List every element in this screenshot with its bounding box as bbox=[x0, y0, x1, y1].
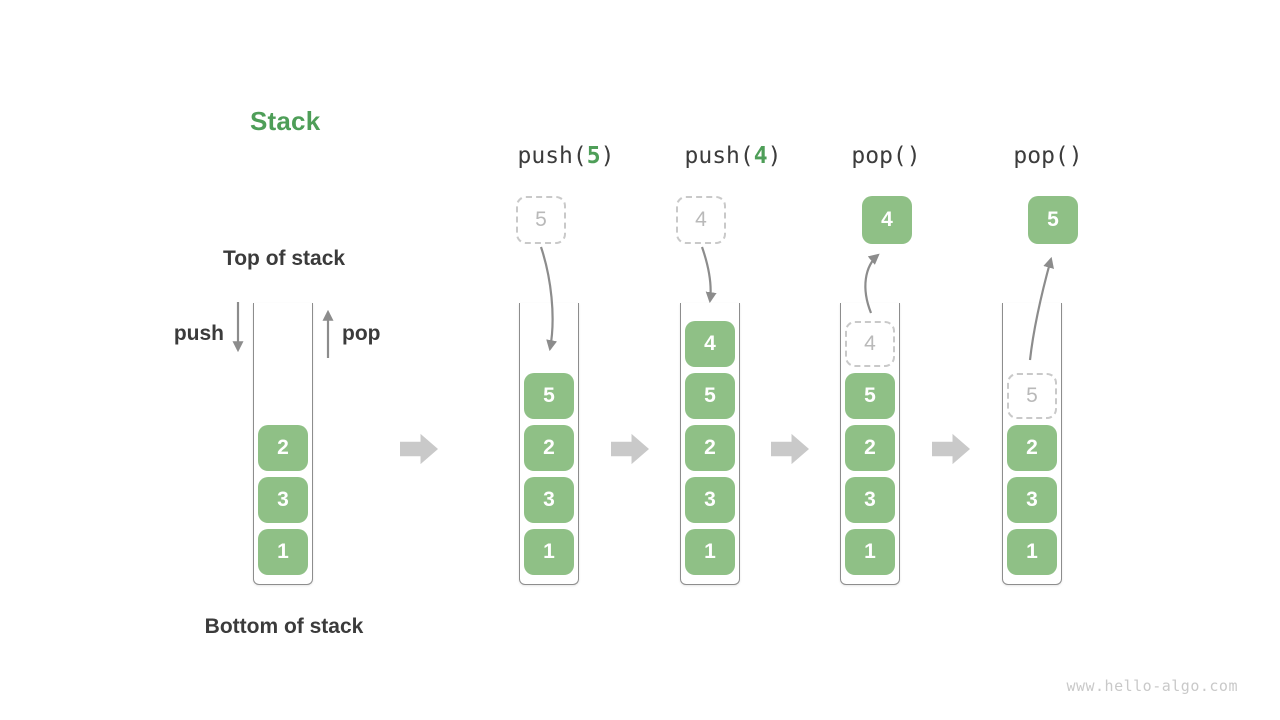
stack-cell: 3 bbox=[1007, 477, 1057, 523]
stack-cell: 1 bbox=[845, 529, 895, 575]
op-text: pop() bbox=[1013, 143, 1083, 169]
stack-cell: 3 bbox=[685, 477, 735, 523]
bottom-of-stack-label: Bottom of stack bbox=[204, 615, 364, 638]
stack-cell: 1 bbox=[524, 529, 574, 575]
stack-cell: 2 bbox=[845, 425, 895, 471]
pop-label: pop bbox=[342, 322, 381, 345]
stack-cell: 5 bbox=[524, 373, 574, 419]
op-text: ) bbox=[600, 143, 615, 169]
op-text: push( bbox=[684, 143, 754, 169]
operation-label-pop-2: pop() bbox=[1013, 143, 1082, 169]
op-text: pop() bbox=[851, 143, 921, 169]
floating-cell-push-5: 5 bbox=[516, 196, 566, 244]
stack-cell: 3 bbox=[845, 477, 895, 523]
diagram-title: Stack bbox=[250, 106, 321, 136]
stack-cell: 2 bbox=[685, 425, 735, 471]
stack-cell: 3 bbox=[258, 477, 308, 523]
floating-cell-popped-4: 4 bbox=[862, 196, 912, 244]
operation-label-push-5: push(5) bbox=[518, 143, 615, 169]
push-label: push bbox=[173, 322, 224, 345]
step-arrow-icon bbox=[932, 433, 970, 465]
op-text: ) bbox=[767, 143, 782, 169]
operation-label-pop-1: pop() bbox=[851, 143, 920, 169]
stack-cell: 2 bbox=[258, 425, 308, 471]
stack-cell-removed: 4 bbox=[845, 321, 895, 367]
stack-cell: 1 bbox=[258, 529, 308, 575]
stack-cell: 2 bbox=[1007, 425, 1057, 471]
step-arrow-icon bbox=[771, 433, 809, 465]
stack-cell: 4 bbox=[685, 321, 735, 367]
stack-cell-removed: 5 bbox=[1007, 373, 1057, 419]
floating-cell-push-4: 4 bbox=[676, 196, 726, 244]
top-of-stack-label: Top of stack bbox=[222, 247, 346, 270]
op-arg: 5 bbox=[586, 143, 601, 169]
operation-label-push-4: push(4) bbox=[685, 143, 782, 169]
push-4-curve-arrow-icon bbox=[700, 246, 717, 304]
stack-cell: 3 bbox=[524, 477, 574, 523]
stack-cell: 1 bbox=[1007, 529, 1057, 575]
step-arrow-icon bbox=[400, 433, 438, 465]
op-text: push( bbox=[517, 143, 587, 169]
stack-cell: 5 bbox=[685, 373, 735, 419]
floating-cell-popped-5: 5 bbox=[1028, 196, 1078, 244]
stack-cell: 5 bbox=[845, 373, 895, 419]
stack-cell: 2 bbox=[524, 425, 574, 471]
op-arg: 4 bbox=[753, 143, 768, 169]
stack-cell: 1 bbox=[685, 529, 735, 575]
watermark: www.hello-algo.com bbox=[1066, 677, 1238, 695]
step-arrow-icon bbox=[611, 433, 649, 465]
